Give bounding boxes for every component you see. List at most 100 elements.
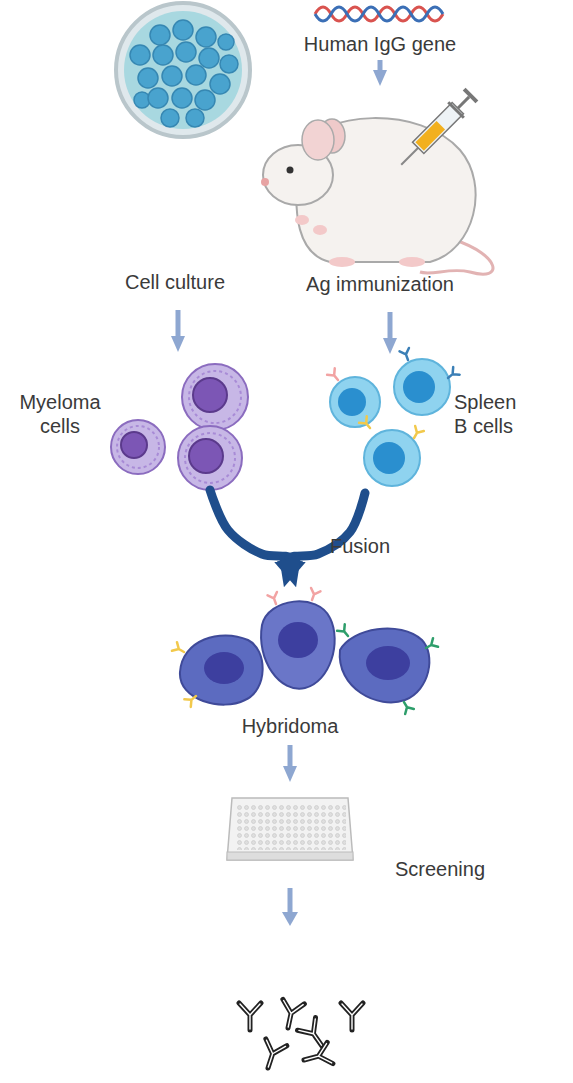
- mouse: [302, 120, 334, 160]
- flow-arrow: [282, 888, 298, 926]
- step-node: Hybridoma: [175, 590, 435, 740]
- mouse: [261, 178, 269, 186]
- syringe: [415, 121, 445, 151]
- b-cell: [410, 426, 424, 441]
- mouse: [295, 215, 309, 225]
- well-plate: [227, 852, 353, 860]
- antibody: [258, 1039, 287, 1071]
- b-cell: [400, 348, 413, 362]
- petri-dish: [218, 34, 234, 50]
- petri-dish: [150, 25, 170, 45]
- petri-dish: [210, 74, 230, 94]
- myeloma-cell: [111, 364, 248, 490]
- step-label: Human IgG gene: [300, 32, 460, 56]
- myeloma-cell: [189, 439, 223, 473]
- antibody: [301, 1042, 333, 1070]
- flow-arrow: [378, 60, 383, 74]
- dna-helix: [315, 7, 443, 21]
- myeloma-cell: [117, 426, 159, 468]
- flow-arrow: [282, 912, 298, 926]
- petri-dish: [153, 45, 173, 65]
- syringe: [393, 86, 479, 172]
- flow-arrow: [288, 888, 293, 914]
- fusion-arrow: [210, 490, 291, 566]
- antibody: [239, 999, 363, 1071]
- well-plate: [227, 798, 353, 860]
- step-label: Hybridoma: [175, 714, 405, 738]
- hybridoma-cell: [278, 622, 318, 658]
- step-label: Screening: [395, 857, 495, 881]
- b-cell: [373, 442, 405, 474]
- myeloma-cell: [185, 433, 235, 483]
- petri-dish: [161, 109, 179, 127]
- b-cell: [327, 368, 342, 383]
- hybridoma-cell: [366, 646, 410, 680]
- myeloma-cell: [193, 378, 227, 412]
- myeloma-cell: [121, 432, 147, 458]
- mouse: [329, 257, 355, 267]
- mouse: [261, 118, 493, 274]
- myeloma-cell: [182, 364, 248, 430]
- mouse: [287, 167, 294, 174]
- myeloma-cell: [178, 426, 242, 490]
- well-plate: [227, 798, 353, 860]
- hybridoma-cell: [268, 592, 281, 606]
- myeloma-cell: [189, 371, 241, 423]
- hybridoma-cell: [184, 692, 199, 707]
- petri-dish: [196, 27, 216, 47]
- well-plate: [236, 804, 346, 850]
- hybridoma-cell: [400, 700, 414, 715]
- step-node: Ag immunization: [262, 88, 502, 298]
- petri-dish: [124, 11, 242, 129]
- hybridoma-cell: [424, 638, 439, 652]
- dna-helix: [315, 7, 443, 21]
- syringe: [401, 148, 418, 165]
- b-cell: [327, 348, 460, 441]
- petri-dish: [162, 66, 182, 86]
- b-cell: [394, 359, 450, 415]
- step-node: Human IgG gene: [300, 0, 460, 58]
- petri-dish: [172, 88, 192, 108]
- antibody: [239, 1003, 261, 1030]
- hybridoma-cell: [204, 652, 244, 684]
- hybridoma-cell: [307, 588, 320, 602]
- step-label: Ag immunization: [262, 272, 498, 296]
- syringe: [458, 97, 469, 108]
- flow-arrow: [176, 310, 181, 340]
- step-node: Screening: [225, 785, 505, 880]
- hybridoma-cell: [172, 588, 438, 714]
- hybridoma-cell: [261, 601, 335, 688]
- mouse: [399, 257, 425, 267]
- step-node: Spleen B cells: [330, 360, 530, 490]
- b-cell: [327, 348, 460, 486]
- syringe: [463, 88, 479, 104]
- hybridoma-cell: [337, 624, 352, 639]
- petri-dish: [116, 3, 250, 137]
- antibody: [341, 1003, 363, 1030]
- petri-dish: [130, 20, 238, 127]
- petri-dish: [199, 48, 219, 68]
- petri-dish: [173, 20, 193, 40]
- flow-arrow: [288, 745, 293, 770]
- b-cell: [364, 430, 420, 486]
- petri-dish: [176, 42, 196, 62]
- hybridoma-cell: [180, 635, 263, 704]
- antibody: [277, 999, 304, 1030]
- petri-dish: [186, 109, 204, 127]
- hybridoma-cell: [172, 642, 187, 656]
- b-cell: [359, 416, 374, 431]
- edge-label: Fusion: [330, 534, 390, 558]
- step-label: Spleen B cells: [454, 390, 526, 438]
- petri-dish: [130, 45, 150, 65]
- step-node: Cell culture: [100, 0, 260, 300]
- b-cell: [338, 388, 366, 416]
- flow-arrow: [388, 312, 393, 342]
- b-cell: [330, 377, 380, 427]
- petri-dish: [138, 68, 158, 88]
- petri-dish: [186, 65, 206, 85]
- petri-dish: [148, 88, 168, 108]
- step-node: Myeloma cells: [15, 362, 250, 487]
- petri-dish: [195, 90, 215, 110]
